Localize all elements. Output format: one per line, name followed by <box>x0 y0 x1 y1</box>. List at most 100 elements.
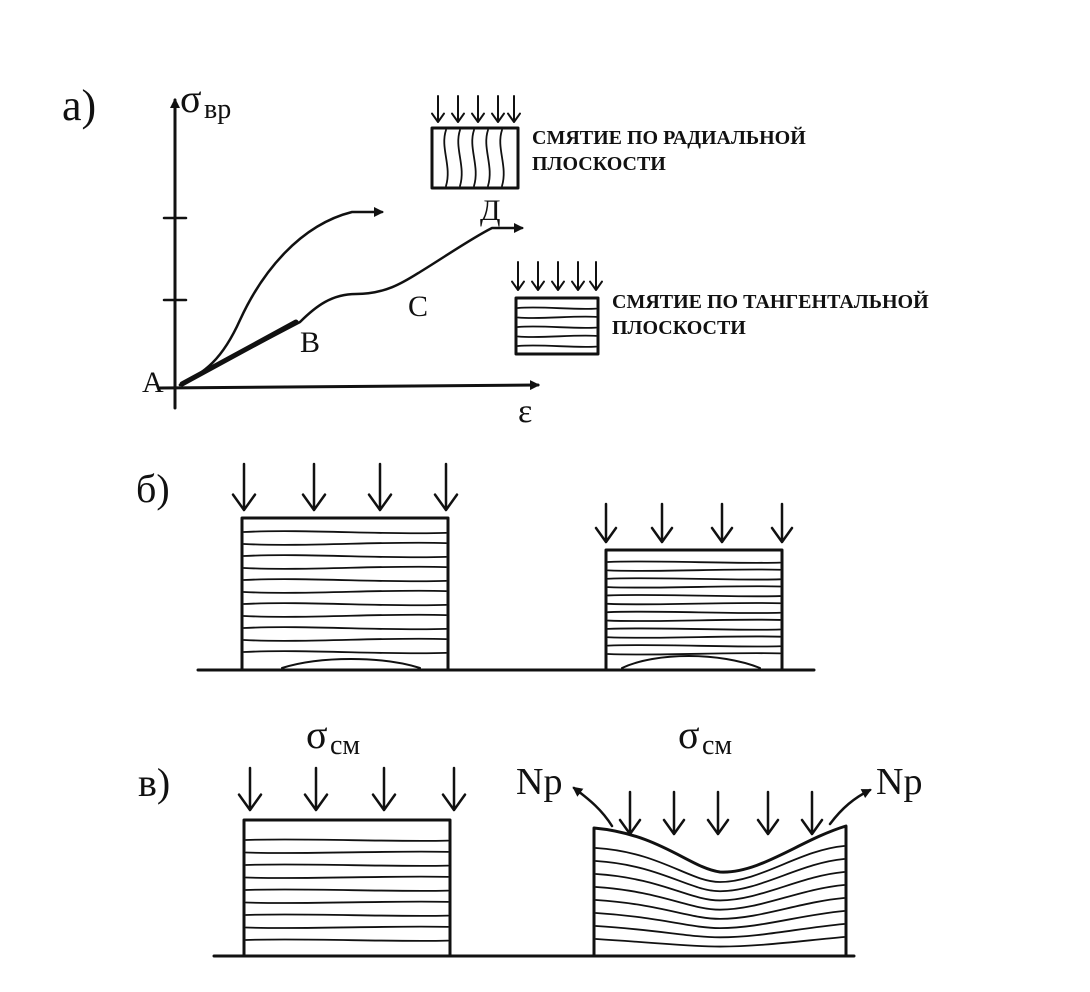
vertical-grain-lines <box>443 129 505 187</box>
y-axis-subscript: вр <box>204 94 231 125</box>
down-arrow <box>551 261 565 291</box>
grain-line <box>245 888 449 892</box>
grain-line <box>243 530 447 535</box>
grain-line <box>245 938 449 942</box>
grain-line <box>607 585 781 589</box>
grain-line <box>245 850 449 854</box>
left-block <box>231 462 459 672</box>
point-c-label: С <box>408 290 428 323</box>
panel-b-label: б) <box>136 466 170 511</box>
down-arrow <box>301 462 327 512</box>
deformed-block-outline <box>592 824 848 958</box>
point-b-label: В <box>300 326 320 359</box>
grain-line <box>243 613 447 618</box>
grain-line <box>595 884 845 911</box>
left-reaction-arrow <box>572 786 614 828</box>
down-arrow <box>237 766 263 812</box>
x-axis-symbol: ε <box>518 393 532 430</box>
grain-line <box>595 858 845 893</box>
specimen-box <box>430 126 520 190</box>
load-arrows <box>237 766 467 812</box>
horizontal-grain-lines <box>517 306 597 348</box>
grain-line <box>595 871 845 902</box>
down-arrow <box>371 766 397 812</box>
radial-specimen <box>430 95 521 190</box>
grain-line <box>517 344 597 348</box>
load-arrows <box>231 462 459 512</box>
grain-lines <box>245 838 449 942</box>
grain-line <box>245 913 449 917</box>
point-d-label: Д <box>480 194 500 227</box>
grain-line <box>595 923 845 939</box>
grain-line <box>245 900 449 904</box>
grain-line <box>607 618 781 623</box>
grain-line <box>517 306 597 310</box>
grain-line <box>607 568 781 572</box>
load-arrows <box>618 790 824 836</box>
right-block <box>594 502 794 672</box>
down-arrow <box>770 502 794 544</box>
grain-line <box>243 626 447 631</box>
panel-a-axes <box>158 98 540 410</box>
down-arrow <box>511 261 525 291</box>
down-arrow <box>431 95 445 123</box>
grain-line <box>243 565 447 570</box>
x-axis <box>158 380 540 391</box>
block-outline <box>242 818 452 958</box>
down-arrow <box>491 95 505 123</box>
grain-line <box>607 593 781 598</box>
down-arrow <box>710 502 734 544</box>
grain-line <box>243 637 447 642</box>
grain-line <box>517 315 597 319</box>
panel-c: в) σ см σ см Np Np <box>138 712 922 958</box>
left-stress-subscript: см <box>330 730 360 761</box>
down-arrow <box>451 95 465 123</box>
down-arrow <box>594 502 618 544</box>
down-arrow <box>589 261 603 291</box>
grain-line <box>243 589 447 594</box>
radial-caption-line1: СМЯТИЕ ПО РАДИАЛЬНОЙ <box>532 126 806 149</box>
down-arrow <box>706 790 730 836</box>
grain-line <box>607 644 781 648</box>
tangential-specimen <box>511 261 603 356</box>
grain-lines <box>607 560 781 656</box>
specimen-box <box>514 296 600 356</box>
down-arrow <box>367 462 393 512</box>
tangential-curve <box>178 223 524 387</box>
radial-curve <box>178 207 384 387</box>
panel-a-label: а) <box>62 81 96 130</box>
down-arrow <box>231 462 257 512</box>
down-arrow <box>531 261 545 291</box>
down-arrow <box>650 502 674 544</box>
left-block <box>237 766 467 958</box>
down-arrow <box>756 790 780 836</box>
grain-line <box>243 541 447 546</box>
load-arrows <box>431 95 521 123</box>
down-arrow <box>507 95 521 123</box>
right-stress-symbol: σ <box>678 712 700 757</box>
down-arrow <box>471 95 485 123</box>
down-arrow <box>571 261 585 291</box>
down-arrow <box>800 790 824 836</box>
grain-line <box>607 610 781 614</box>
grain-line <box>595 910 845 930</box>
panel-c-label: в) <box>138 760 170 805</box>
linear-segment-ab <box>179 319 299 387</box>
grain-line <box>607 652 781 656</box>
right-reaction-arrow <box>828 788 872 826</box>
y-axis-symbol: σ <box>180 76 202 121</box>
grain-line <box>607 560 781 564</box>
grain-line <box>607 627 781 631</box>
grain-line <box>607 577 781 581</box>
grain-line <box>607 602 781 606</box>
grain-lines <box>243 530 447 655</box>
down-arrow <box>433 462 459 512</box>
growth-ring <box>621 655 761 669</box>
grain-line <box>243 650 447 655</box>
right-block-deformed <box>572 786 872 958</box>
tangential-caption-line1: СМЯТИЕ ПО ТАНГЕНТАЛЬНОЙ <box>612 290 929 313</box>
point-a-label: А <box>142 366 164 399</box>
grain-line <box>595 936 845 948</box>
grain-line <box>595 897 845 920</box>
